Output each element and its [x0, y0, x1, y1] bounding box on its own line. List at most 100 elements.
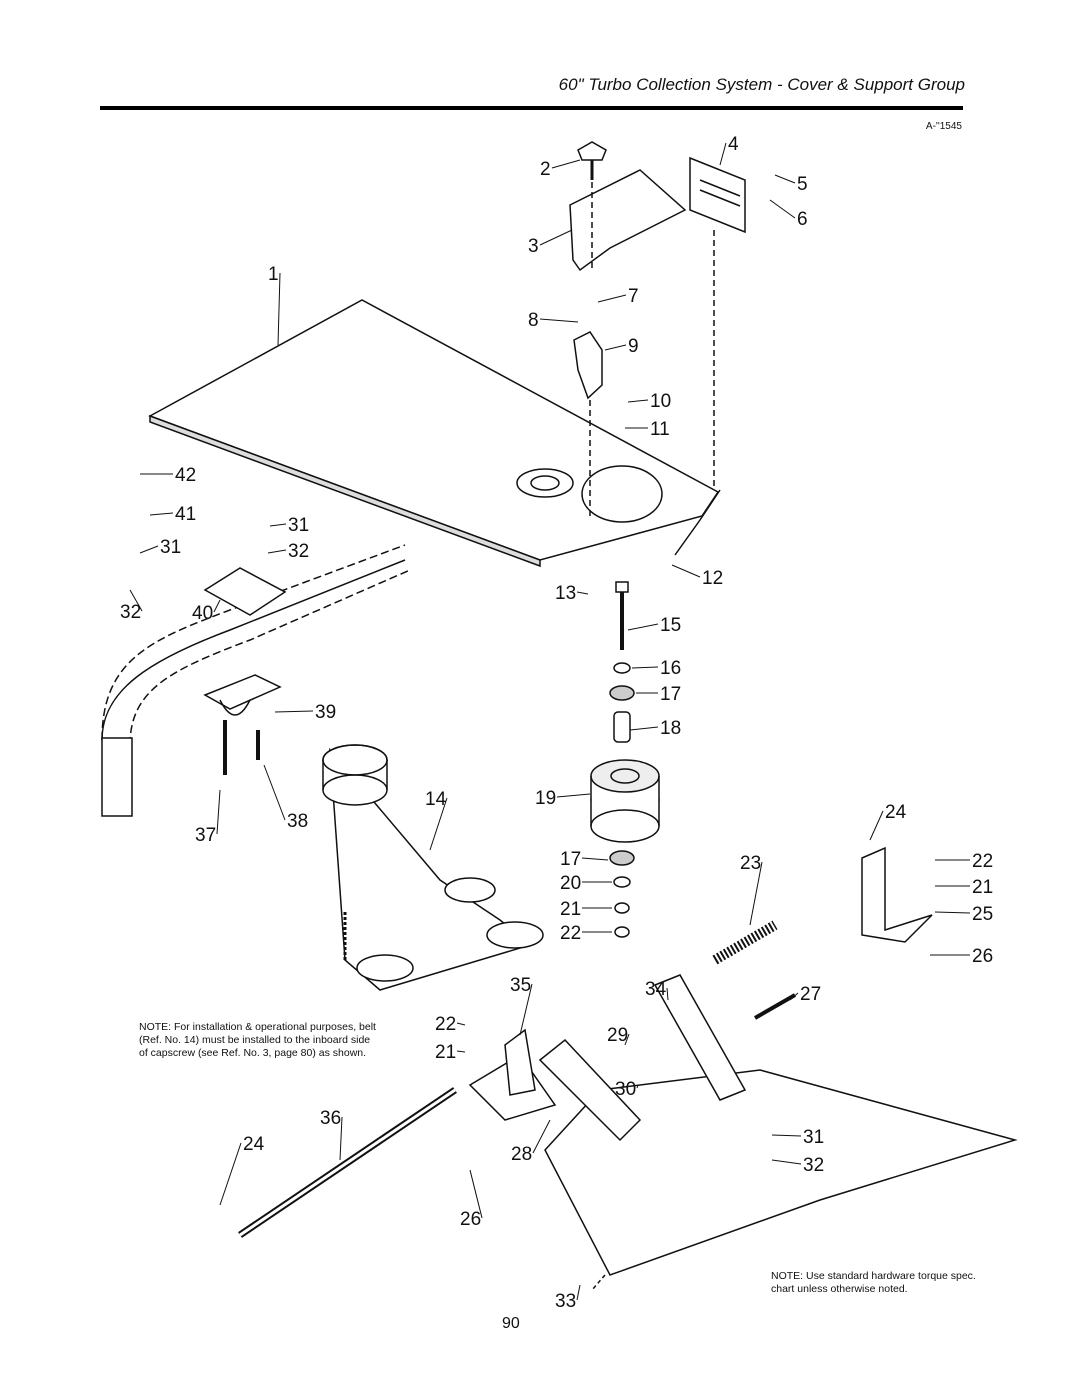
- callout-24: 24: [243, 1134, 265, 1155]
- callout-8: 8: [528, 310, 539, 331]
- callout-24: 24: [885, 802, 907, 823]
- leader-line: [139, 545, 159, 554]
- callout-23: 23: [740, 853, 761, 874]
- callout-19: 19: [535, 788, 556, 809]
- callout-32: 32: [803, 1155, 824, 1176]
- leader-line: [339, 1116, 343, 1161]
- callout-17: 17: [660, 684, 681, 705]
- leader-line: [627, 623, 659, 631]
- leader-line: [636, 1084, 639, 1089]
- leader-line: [429, 797, 448, 851]
- callout-33: 33: [555, 1291, 576, 1312]
- leader-line: [769, 199, 796, 219]
- cover-bracket: [569, 169, 687, 272]
- leader-line: [774, 174, 796, 184]
- callout-32: 32: [288, 541, 309, 562]
- leader-line: [627, 399, 649, 403]
- callout-26: 26: [972, 946, 993, 967]
- callout-18: 18: [660, 718, 681, 739]
- callout-12: 12: [702, 568, 723, 589]
- callout-42: 42: [175, 465, 196, 486]
- leader-line: [149, 512, 174, 516]
- callout-5: 5: [797, 174, 808, 195]
- callout-4: 4: [728, 134, 739, 155]
- callout-21: 21: [560, 899, 581, 920]
- header-rule: [100, 106, 963, 110]
- leader-line: [277, 272, 281, 346]
- leader-line: [213, 599, 221, 613]
- callout-34: 34: [645, 979, 667, 1000]
- callout-22: 22: [972, 851, 993, 872]
- leader-line: [629, 726, 659, 731]
- callout-11: 11: [650, 419, 670, 440]
- page-number: 90: [502, 1315, 520, 1332]
- leader-line: [539, 229, 573, 246]
- leader-line: [469, 1169, 483, 1219]
- callout-31: 31: [288, 515, 309, 536]
- leader-line: [604, 344, 627, 351]
- callout-30: 30: [615, 1079, 636, 1100]
- callout-28: 28: [511, 1144, 532, 1165]
- leader-line: [456, 1022, 466, 1026]
- callout-9: 9: [628, 336, 639, 357]
- callout-13: 13: [555, 583, 576, 604]
- leader-line: [551, 159, 581, 169]
- leader-line: [624, 1033, 630, 1046]
- leader-line: [219, 1142, 242, 1206]
- leader-line: [749, 861, 763, 926]
- callout-14: 14: [425, 789, 447, 810]
- callout-10: 10: [650, 391, 671, 412]
- callout-22: 22: [560, 923, 581, 944]
- leader-line: [129, 589, 143, 612]
- leader-line: [581, 857, 609, 861]
- leader-line: [556, 793, 591, 798]
- callout-21: 21: [435, 1042, 456, 1063]
- page-title: 60" Turbo Collection System - Cover & Su…: [558, 75, 965, 94]
- support-arm: [101, 544, 411, 746]
- callout-17: 17: [560, 849, 581, 870]
- callout-41: 41: [175, 504, 196, 525]
- callout-7: 7: [628, 286, 639, 307]
- callout-36: 36: [320, 1108, 341, 1129]
- callout-15: 15: [660, 615, 681, 636]
- leader-line: [719, 142, 727, 166]
- leader-line: [267, 549, 287, 554]
- leader-line: [263, 764, 286, 821]
- callout-3: 3: [528, 236, 539, 257]
- callout-29: 29: [607, 1025, 628, 1046]
- callout-16: 16: [660, 658, 681, 679]
- callout-6: 6: [797, 209, 808, 230]
- callout-37: 37: [195, 825, 216, 846]
- leader-line: [934, 911, 971, 914]
- knob: [577, 141, 607, 161]
- belt-install-note: NOTE: For installation & operational pur…: [139, 1021, 376, 1059]
- leader-line: [576, 591, 589, 595]
- leader-line: [789, 992, 799, 1001]
- callout-39: 39: [315, 702, 336, 723]
- leader-line: [597, 294, 627, 303]
- leader-line: [216, 789, 221, 835]
- leader-line: [771, 1159, 802, 1165]
- leader-line: [519, 983, 533, 1036]
- leader-line: [274, 710, 314, 713]
- callout-35: 35: [510, 975, 531, 996]
- leader-line: [539, 318, 579, 323]
- callout-1: 1: [268, 264, 279, 285]
- torque-note: NOTE: Use standard hardware torque spec.…: [771, 1270, 976, 1295]
- callout-32: 32: [120, 602, 141, 623]
- leader-line: [631, 666, 659, 669]
- callout-26: 26: [460, 1209, 481, 1230]
- art-number: A-''1545: [925, 121, 962, 132]
- callout-40: 40: [192, 603, 213, 624]
- callout-21: 21: [972, 877, 993, 898]
- leader-line: [532, 1119, 551, 1154]
- leader-line: [666, 987, 669, 1001]
- callout-25: 25: [972, 904, 993, 925]
- callout-38: 38: [287, 811, 308, 832]
- callout-22: 22: [435, 1014, 456, 1035]
- callout-27: 27: [800, 984, 821, 1005]
- callout-2: 2: [540, 159, 551, 180]
- leader-line: [456, 1050, 466, 1053]
